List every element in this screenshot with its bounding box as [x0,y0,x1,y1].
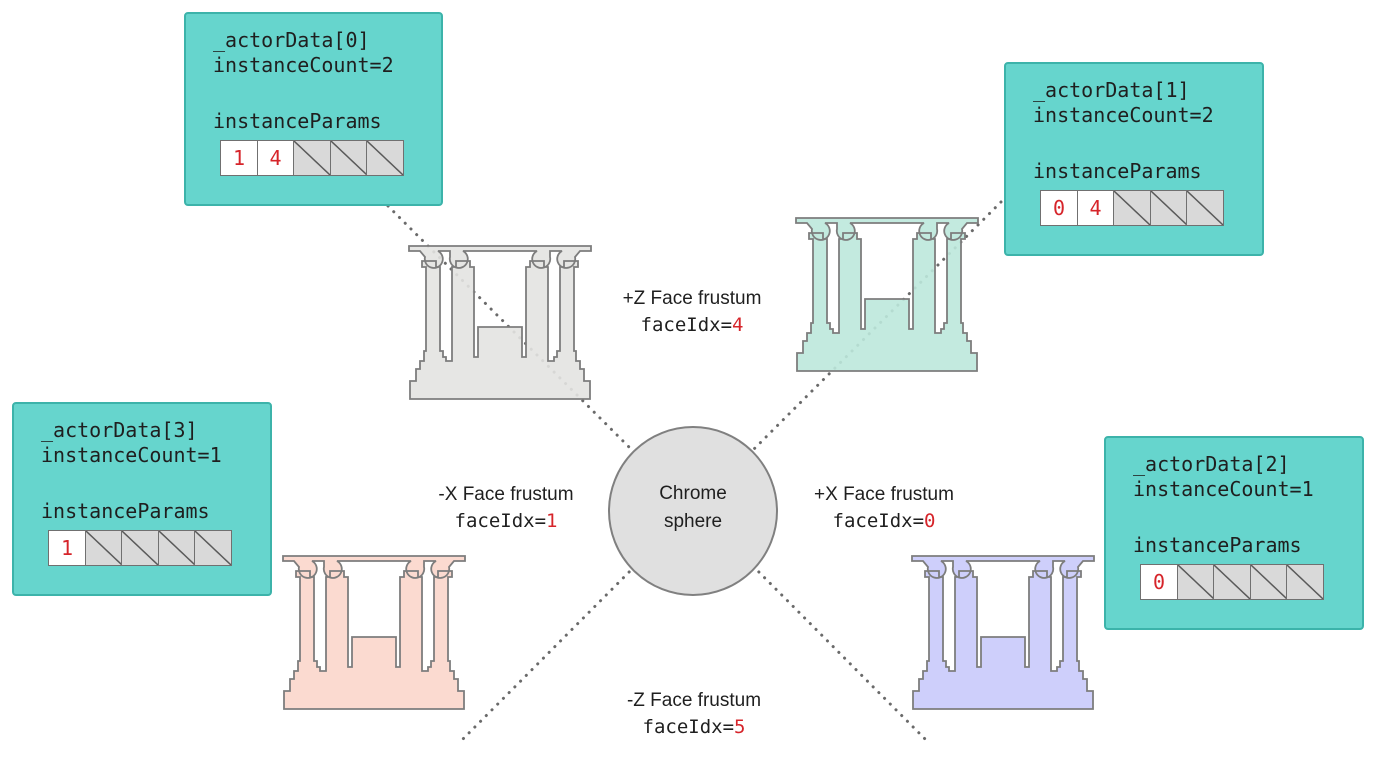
param-cell-empty [1249,564,1288,600]
sphere-label-line1: Chrome [659,483,727,504]
instance-params-label: instanceParams [213,109,382,133]
frustum-label-pz: +Z Face frustum faceIdx=4 [580,286,804,338]
pillar-actor-1 [795,217,979,372]
sphere-label-line2: sphere [663,511,723,532]
frustum-label-nz: -Z Face frustum faceIdx=5 [582,688,806,740]
face-index-value: 0 [924,510,936,532]
param-cell: 1 [220,140,258,176]
instance-params: 1 4 [220,140,441,176]
param-cell-empty [1286,564,1324,600]
face-index-label: faceIdx= [642,716,735,738]
instance-params-label: instanceParams [41,499,210,523]
instance-params: 1 [48,530,270,566]
instance-count: instanceCount=1 [41,443,222,467]
face-index-line: faceIdx=4 [580,312,804,338]
param-cell: 1 [48,530,86,566]
param-cell: 4 [256,140,295,176]
chrome-sphere-label: Chrome sphere [610,480,776,536]
actor-name: _actorData[3] [41,418,198,442]
actor-data-box-1: _actorData[1] instanceCount=2 instancePa… [1004,62,1264,256]
frustum-label-nx: -X Face frustum faceIdx=1 [394,482,618,534]
param-cell: 0 [1140,564,1178,600]
actor-name: _actorData[0] [213,28,370,52]
face-index-value: 1 [546,510,558,532]
instance-params: 0 [1140,564,1362,600]
param-cell-empty [1213,564,1251,600]
actor-data-box-0: _actorData[0] instanceCount=2 instancePa… [184,12,443,206]
frustum-title: -X Face frustum [438,484,574,505]
face-index-label: faceIdx= [454,510,547,532]
instance-count: instanceCount=2 [1033,103,1214,127]
face-index-label: faceIdx= [832,510,925,532]
ray-sw [456,547,654,746]
instance-params-label: instanceParams [1033,159,1202,183]
instance-count: instanceCount=1 [1133,477,1314,501]
frustum-title: -Z Face frustum [626,690,762,711]
ray-se [734,547,932,746]
face-index-line: faceIdx=1 [394,508,618,534]
pillar-actor-2 [911,555,1095,710]
face-index-line: faceIdx=0 [772,508,996,534]
param-cell-empty [293,140,331,176]
frustum-title: +X Face frustum [814,484,954,505]
instance-params: 0 4 [1040,190,1262,226]
param-cell-empty [1113,190,1151,226]
param-cell: 0 [1040,190,1078,226]
chrome-sphere [608,426,778,596]
pillar-actor-3 [282,555,466,710]
param-cell-empty [157,530,196,566]
param-cell-empty [366,140,404,176]
frustum-label-px: +X Face frustum faceIdx=0 [772,482,996,534]
frustum-title: +Z Face frustum [622,288,762,309]
param-cell-empty [194,530,232,566]
instance-count: instanceCount=2 [213,53,394,77]
actor-name: _actorData[1] [1033,78,1190,102]
face-index-value: 4 [732,314,744,336]
param-cell: 4 [1076,190,1115,226]
pillar-actor-0 [408,245,592,400]
param-cell-empty [121,530,159,566]
instance-params-label: instanceParams [1133,533,1302,557]
param-cell-empty [1149,190,1188,226]
param-cell-empty [1176,564,1215,600]
actor-data-box-3: _actorData[3] instanceCount=1 instancePa… [12,402,272,596]
param-cell-empty [1186,190,1224,226]
face-index-label: faceIdx= [640,314,733,336]
actor-data-box-2: _actorData[2] instanceCount=1 instancePa… [1104,436,1364,630]
face-index-value: 5 [734,716,746,738]
param-cell-empty [329,140,368,176]
param-cell-empty [84,530,123,566]
actor-name: _actorData[2] [1133,452,1290,476]
face-index-line: faceIdx=5 [582,714,806,740]
